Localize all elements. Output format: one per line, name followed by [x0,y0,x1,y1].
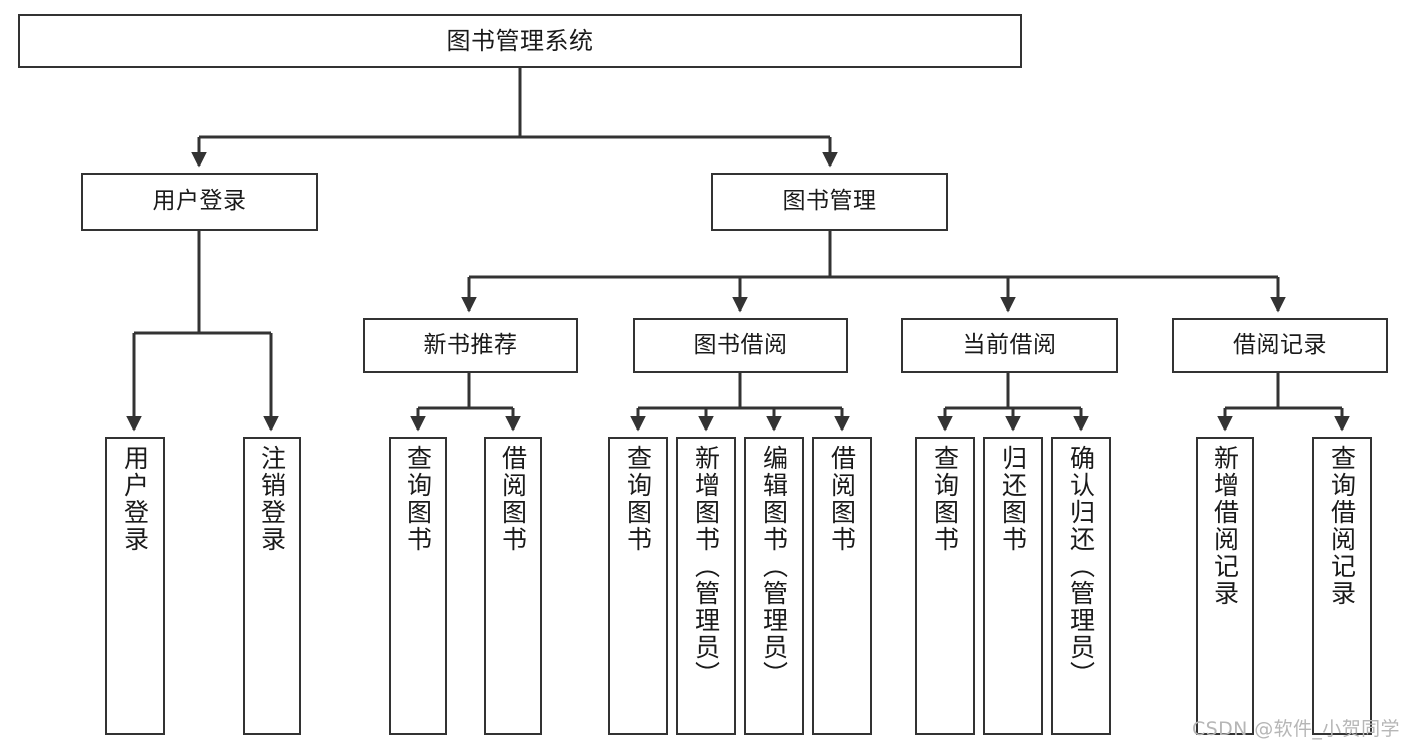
node-user-login-label: 用户登录 [152,188,247,215]
node-leaf-user-login-label: 用户登录 [120,445,150,553]
node-leaf-borrow-book-2[interactable]: 借阅图书 [812,437,872,735]
node-borrow-record[interactable]: 借阅记录 [1172,318,1388,373]
node-leaf-add-book-label: 新增图书（管理员） [691,445,721,688]
node-leaf-add-book[interactable]: 新增图书（管理员） [676,437,736,735]
node-borrow-record-label: 借阅记录 [1233,331,1327,358]
node-book-borrow-label: 图书借阅 [693,331,788,358]
csdn-watermark: CSDN @软件_小贺同学 [1192,718,1400,740]
node-leaf-query-book-2-label: 查询图书 [623,445,653,553]
node-leaf-borrow-book-1-label: 借阅图书 [498,445,528,553]
node-leaf-confirm-return-label: 确认归还（管理员） [1066,445,1096,688]
node-book-borrow[interactable]: 图书借阅 [633,318,848,373]
node-leaf-borrow-book-1[interactable]: 借阅图书 [484,437,542,735]
node-new-book-rec-label: 新书推荐 [423,331,518,358]
node-book-manage[interactable]: 图书管理 [711,173,948,231]
node-leaf-logout[interactable]: 注销登录 [243,437,301,735]
node-leaf-query-book-2[interactable]: 查询图书 [608,437,668,735]
node-leaf-add-record[interactable]: 新增借阅记录 [1196,437,1254,735]
node-book-manage-label: 图书管理 [782,188,877,215]
node-leaf-query-book-3-label: 查询图书 [930,445,960,553]
node-root[interactable]: 图书管理系统 [18,14,1022,68]
node-leaf-query-book-1[interactable]: 查询图书 [389,437,447,735]
node-leaf-logout-label: 注销登录 [257,445,287,553]
node-leaf-query-book-3[interactable]: 查询图书 [915,437,975,735]
node-leaf-user-login[interactable]: 用户登录 [105,437,165,735]
node-root-label: 图书管理系统 [446,26,594,55]
node-current-borrow[interactable]: 当前借阅 [901,318,1118,373]
node-new-book-rec[interactable]: 新书推荐 [363,318,578,373]
node-leaf-return-book-label: 归还图书 [998,445,1028,553]
node-user-login[interactable]: 用户登录 [81,173,318,231]
node-leaf-query-record-label: 查询借阅记录 [1327,445,1357,607]
node-leaf-borrow-book-2-label: 借阅图书 [827,445,857,553]
node-leaf-query-book-1-label: 查询图书 [403,445,433,553]
node-leaf-edit-book-label: 编辑图书（管理员） [759,445,789,688]
node-leaf-query-record[interactable]: 查询借阅记录 [1312,437,1372,735]
node-leaf-return-book[interactable]: 归还图书 [983,437,1043,735]
node-leaf-confirm-return[interactable]: 确认归还（管理员） [1051,437,1111,735]
node-current-borrow-label: 当前借阅 [962,331,1057,358]
node-leaf-add-record-label: 新增借阅记录 [1210,445,1240,607]
node-leaf-edit-book[interactable]: 编辑图书（管理员） [744,437,804,735]
